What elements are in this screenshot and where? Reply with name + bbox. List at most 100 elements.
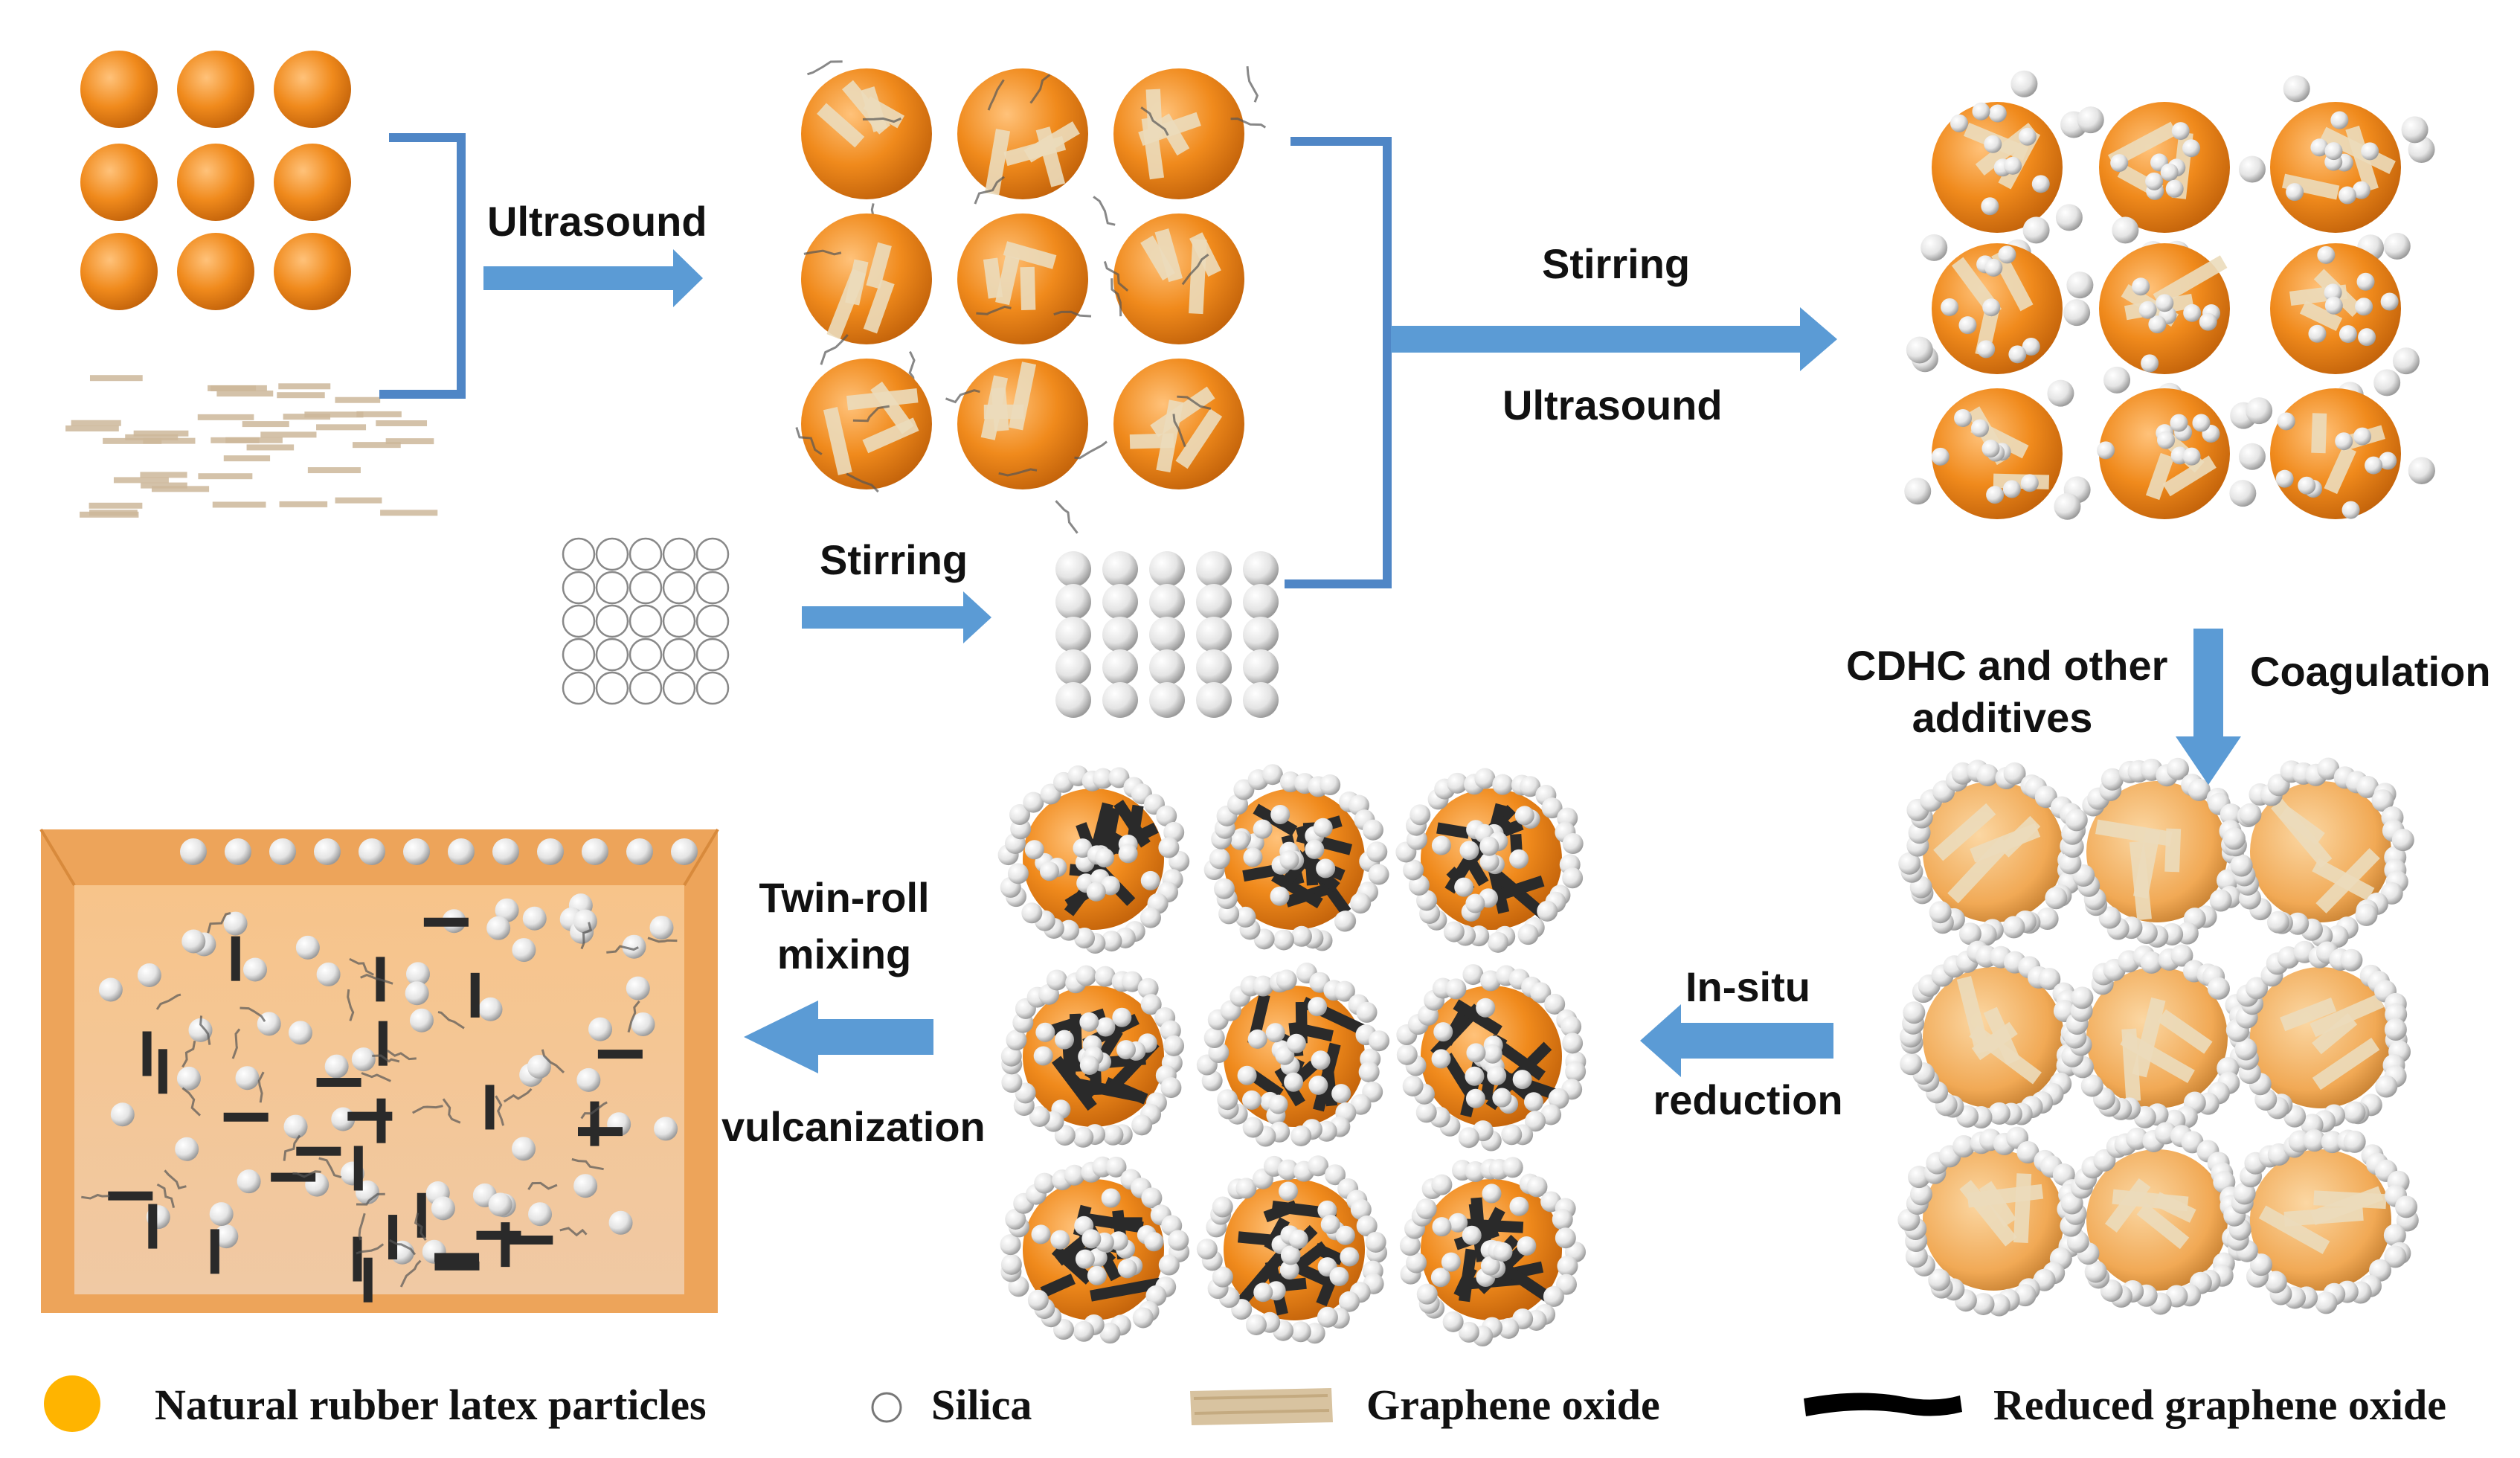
silica-particle <box>223 911 248 936</box>
silica-particle <box>576 1067 601 1092</box>
legend-graphene-oxide-label: Graphene oxide <box>1366 1381 1660 1429</box>
label-insitu-reduction: In-situ reduction <box>1636 961 1860 1126</box>
go-sheet <box>845 259 869 306</box>
silica-particle <box>448 838 475 865</box>
polymer-chain <box>442 1098 461 1124</box>
legend-silica-label: Silica <box>931 1381 1032 1429</box>
silica-particle <box>137 963 161 987</box>
go-sheet <box>1967 1184 2044 1208</box>
silica-particle <box>622 934 646 959</box>
rgo-sheet <box>470 972 480 1018</box>
go-sheet <box>143 437 196 444</box>
silica-particle <box>608 1210 633 1235</box>
arrow-insitu-reduction <box>1640 1004 1833 1077</box>
silica-particle <box>2110 154 2129 173</box>
bracket-right <box>1285 137 1392 588</box>
rgo-sheet <box>1313 1242 1345 1265</box>
silica-particle <box>2063 299 2091 327</box>
rgo-sheet <box>376 1098 386 1143</box>
polymer-chain <box>437 1011 465 1030</box>
silica-particle <box>1039 861 1059 881</box>
silica-particle <box>2230 854 2253 877</box>
go-sheet <box>2013 1173 2032 1243</box>
silica-particle <box>2246 397 2273 425</box>
rubber-particle <box>801 213 932 344</box>
silica-particle <box>2100 768 2124 791</box>
silica-particle <box>1530 982 1552 1003</box>
polymer-chain <box>627 1000 640 1033</box>
silica-particle <box>1339 1291 1360 1312</box>
silica-particle <box>1308 1075 1328 1095</box>
silica-particle <box>2239 803 2262 826</box>
silica-particle <box>1981 440 2000 458</box>
silica-particle <box>2209 889 2232 912</box>
silica-particle <box>2145 172 2164 190</box>
silica-particle <box>2352 181 2370 199</box>
silica-particle <box>2335 432 2353 451</box>
label-twinroll-mixing: Twin-roll mixing <box>733 872 956 980</box>
rgo-sheet <box>158 1049 167 1094</box>
silica-particle <box>2286 183 2304 202</box>
rgo-sheet <box>597 1050 643 1059</box>
legend-rubber-label: Natural rubber latex particles <box>155 1381 707 1429</box>
silica-particle <box>2317 757 2340 780</box>
rgo-sheet <box>423 917 469 927</box>
silica-particle <box>1362 819 1383 841</box>
silica-particle <box>2392 347 2420 375</box>
silica-particle <box>2141 354 2159 373</box>
silica-particle <box>431 1196 455 1221</box>
polymer-chain <box>181 1087 202 1117</box>
go-sheet <box>866 242 892 289</box>
silica-particle <box>1213 878 1235 899</box>
rgo-sheet <box>1271 870 1323 909</box>
silica-particle <box>359 838 385 865</box>
silica-particle <box>2283 75 2310 103</box>
silica-particle <box>324 1054 349 1079</box>
silica-particle <box>2317 245 2336 264</box>
silica-particle <box>1055 584 1091 620</box>
silica-outline <box>629 571 663 605</box>
polymer-chain <box>349 957 374 976</box>
silica-particle <box>2199 312 2217 331</box>
silica-particle <box>1479 852 1500 872</box>
go-sheet <box>356 411 402 417</box>
silica-particle <box>2234 1038 2257 1061</box>
polymer-chain <box>1029 74 1051 104</box>
silica-particle <box>1479 836 1500 856</box>
silica-particle <box>2047 379 2074 407</box>
polymer-chain <box>414 1213 427 1242</box>
silica-particle <box>1050 1230 1070 1250</box>
silica-particle <box>1988 104 2007 123</box>
silica-particle <box>2266 911 2289 934</box>
rgo-sheet <box>476 1230 521 1240</box>
silica-particle <box>1009 804 1031 826</box>
silica-particle <box>110 1102 135 1127</box>
silica-particle <box>209 1202 234 1227</box>
go-sheet <box>817 103 865 148</box>
go-sheet <box>995 255 1020 306</box>
silica-particle <box>1099 1323 1121 1344</box>
silica-particle <box>1203 1027 1225 1049</box>
silica-particle <box>2182 447 2201 466</box>
go-sheet <box>1150 386 1215 437</box>
silica-particle <box>2112 216 2139 244</box>
silica-particle <box>1369 1030 1390 1052</box>
silica-particle <box>2167 757 2190 780</box>
go-sheet <box>1947 837 2011 904</box>
silica-particle <box>1320 774 1341 796</box>
go-sheet <box>197 414 254 420</box>
go-sheet <box>2153 1192 2196 1223</box>
silica-particle <box>1476 998 1496 1018</box>
go-sheet <box>1020 266 1036 310</box>
silica-particle <box>2077 106 2104 134</box>
rgo-sheet <box>148 1204 158 1249</box>
silica-particle <box>235 1066 260 1091</box>
silica-particle <box>1102 682 1138 718</box>
silica-particle <box>1243 682 1279 718</box>
polymer-chain <box>503 1088 533 1103</box>
silica-outline <box>629 638 663 672</box>
silica-particle <box>1972 1292 1995 1315</box>
silica-particle <box>1356 1215 1378 1237</box>
silica-particle <box>1317 1306 1338 1328</box>
